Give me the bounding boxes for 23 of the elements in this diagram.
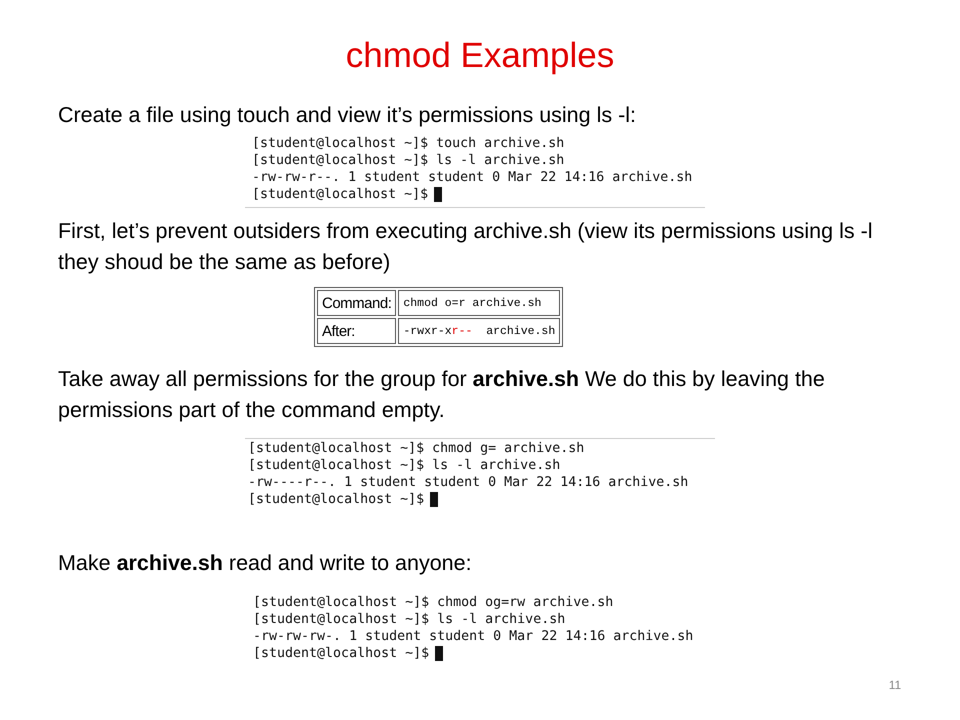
instruction-text: First, let’s prevent outsiders from executing archive.sh (view its permissions using ls -l they shoud be the same as before) [58, 218, 874, 276]
terminal-line: [student@localhost ~]$ ls -l archive.sh [248, 457, 560, 474]
instruction-text: Make archive.sh read and write to anyone: [58, 550, 473, 577]
terminal-line: -rw----r--. 1 student student 0 Mar 22 14:16 archive.sh [248, 474, 688, 491]
terminal-line: [student@localhost ~]$ touch archive.sh [252, 135, 564, 152]
command-text: chmod o=r archive.sh [398, 290, 560, 316]
slide-title: chmod Examples [344, 36, 616, 76]
terminal-line: [student@localhost ~]$ chmod og=rw archive.sh [253, 594, 614, 611]
page-number: 11 [888, 678, 902, 692]
terminal-line: -rw-rw-rw-. 1 student student 0 Mar 22 14:16 archive.sh [253, 628, 694, 645]
terminal-line: -rw-rw-r--. 1 student student 0 Mar 22 14:16 archive.sh [252, 169, 692, 186]
instruction-text: Take away all permissions for the group for archive.sh We do this by leaving the permissions part of the command empty. [58, 366, 826, 424]
terminal-line: [student@localhost ~]$ chmod g= archive.sh [248, 440, 584, 457]
terminal-line: [student@localhost ~]$ [253, 645, 430, 662]
terminal-line: [student@localhost ~]$ [252, 186, 428, 203]
table-header: After: [317, 318, 396, 344]
terminal-line: [student@localhost ~]$ [248, 491, 424, 508]
table-header: Command: [317, 290, 396, 316]
permission-string: -rwxr-xr-- [403, 324, 472, 338]
terminal-line: [student@localhost ~]$ ls -l archive.sh [252, 152, 564, 169]
terminal-line: [student@localhost ~]$ ls -l archive.sh [253, 611, 566, 628]
file-name: archive.sh [486, 324, 556, 338]
instruction-text: Create a file using touch and view it’s permissions using ls -l: [58, 102, 637, 129]
